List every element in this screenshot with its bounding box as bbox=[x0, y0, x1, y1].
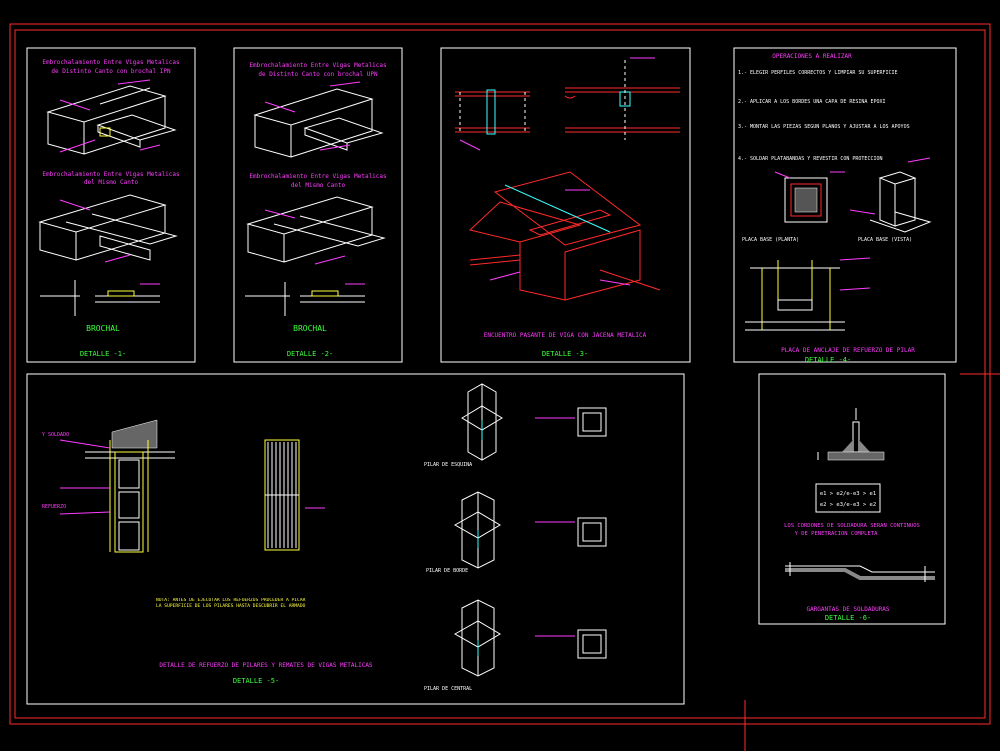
panel-detail-1: Embrochalamiento Entre Vigas Metalicas d… bbox=[26, 47, 196, 363]
detail1-label: DETALLE -1- bbox=[80, 350, 126, 358]
detail2-title1b: de Distinto Canto con brochal UPN bbox=[258, 71, 378, 78]
panel-detail-2: Embrochalamiento Entre Vigas Metalicas d… bbox=[233, 47, 403, 363]
base-plate-elevation bbox=[849, 157, 932, 233]
pillar-corner-label: PILAR DE ESQUINA bbox=[424, 462, 472, 468]
detail4-title: OPERACIONES A REALIZAR bbox=[772, 53, 852, 60]
detail4-plate-label: PLACA BASE (PLANTA) bbox=[742, 237, 799, 243]
detail6-formula-1: e1 > e2/e-e3 > e1 bbox=[820, 491, 876, 497]
detail2-brochal: BROCHAL bbox=[293, 324, 327, 333]
column-elevation bbox=[59, 419, 175, 553]
column-rebar bbox=[264, 439, 325, 551]
base-plate-section bbox=[745, 257, 871, 331]
detail2-title2a: Embrochalamiento Entre Vigas Metalicas bbox=[249, 173, 387, 180]
detail6-note1: LOS CORDONES DE SOLDADURA SERAN CONTINUO… bbox=[784, 523, 920, 529]
detail3-label: DETALLE -3- bbox=[542, 350, 588, 358]
detail5-nota-box: NOTA: ANTES DE EJECUTAR LOS REFUERZOS PR… bbox=[156, 598, 306, 609]
detail2-label: DETALLE -2- bbox=[287, 350, 333, 358]
weld-formula-box: e1 > e2/e-e3 > e1 e2 > e3/e-e3 > e2 bbox=[815, 483, 881, 513]
detail1-brochal: BROCHAL bbox=[86, 324, 120, 333]
base-plate-plan bbox=[774, 171, 845, 223]
detail6-label: DETALLE -6- bbox=[825, 614, 871, 622]
beam-iso-4 bbox=[246, 196, 386, 265]
detail6-note2: Y DE PENETRACION COMPLETA bbox=[795, 531, 878, 537]
detail4-label: DETALLE -4- bbox=[805, 356, 851, 364]
beam-iso-3 bbox=[253, 81, 384, 158]
pillar-corner-iso bbox=[461, 383, 607, 461]
detail1-title1a: Embrochalamiento Entre Vigas Metalicas bbox=[42, 59, 180, 66]
detail4-step-2: 2.- APLICAR A LOS BORDES UNA CAPA DE RES… bbox=[738, 99, 886, 105]
weld-lap bbox=[785, 562, 935, 582]
beam-cross-iso bbox=[468, 171, 661, 301]
beam-iso-2 bbox=[38, 194, 178, 263]
section-detail-2 bbox=[245, 282, 365, 316]
pillar-center-label: PILAR DE CENTRAL bbox=[424, 686, 472, 692]
detail5-note1: Y SOLDADO bbox=[42, 432, 69, 438]
detail1-title2b: del Mismo Canto bbox=[84, 179, 139, 186]
beam-elevation-left bbox=[455, 89, 530, 151]
detail2-title2b: del Mismo Canto bbox=[291, 182, 346, 189]
beam-elevation-right bbox=[564, 57, 680, 140]
detail5-nota: NOTA: ANTES DE EJECUTAR LOS REFUERZOS PR… bbox=[156, 598, 306, 609]
panel-detail-3: ENCUENTRO PASANTE DE VIGA CON JACENA MET… bbox=[440, 47, 691, 363]
detail4-plate-elev: PLACA BASE (VISTA) bbox=[858, 237, 912, 243]
detail4-caption: PLACA DE ANCLAJE DE REFUERZO DE PILAR bbox=[781, 347, 915, 354]
detail1-title1b: de Distinto Canto con brochal IPN bbox=[51, 68, 171, 75]
detail4-step-4: 4.- SOLDAR PLATABANDAS Y REVESTIR CON PR… bbox=[738, 156, 883, 162]
section-detail-1 bbox=[40, 280, 160, 316]
detail5-label: DETALLE -5- bbox=[233, 677, 279, 685]
pillar-edge-label: PILAR DE BORDE bbox=[426, 568, 468, 574]
panel-detail-5: Y SOLDADO REFUERZO PILAR DE ESQUINA bbox=[26, 373, 685, 705]
detail3-caption: ENCUENTRO PASANTE DE VIGA CON JACENA MET… bbox=[484, 332, 647, 339]
detail6-formula-2: e2 > e3/e-e3 > e2 bbox=[820, 502, 876, 508]
detail6-caption: GARGANTAS DE SOLDADURAS bbox=[806, 606, 889, 613]
beam-iso-1 bbox=[46, 79, 177, 155]
detail2-title1a: Embrochalamiento Entre Vigas Metalicas bbox=[249, 62, 387, 69]
detail1-title2a: Embrochalamiento Entre Vigas Metalicas bbox=[42, 171, 180, 178]
detail4-step-3: 3.- MONTAR LAS PIEZAS SEGUN PLANOS Y AJU… bbox=[738, 124, 910, 130]
pillar-center-iso bbox=[453, 599, 607, 677]
panel-detail-6: e1 > e2/e-e3 > e1 e2 > e3/e-e3 > e2 LOS … bbox=[758, 373, 946, 625]
pillar-edge-iso bbox=[453, 491, 607, 569]
weld-tee bbox=[817, 408, 885, 461]
detail5-note2: REFUERZO bbox=[42, 504, 66, 510]
panel-detail-4: OPERACIONES A REALIZAR 1.- ELEGIR PERFIL… bbox=[733, 47, 957, 364]
detail4-step-1: 1.- ELEGIR PERFILES CORRECTOS Y LIMPIAR … bbox=[738, 70, 898, 76]
detail5-caption: DETALLE DE REFUERZO DE PILARES Y REMATES… bbox=[159, 662, 373, 669]
